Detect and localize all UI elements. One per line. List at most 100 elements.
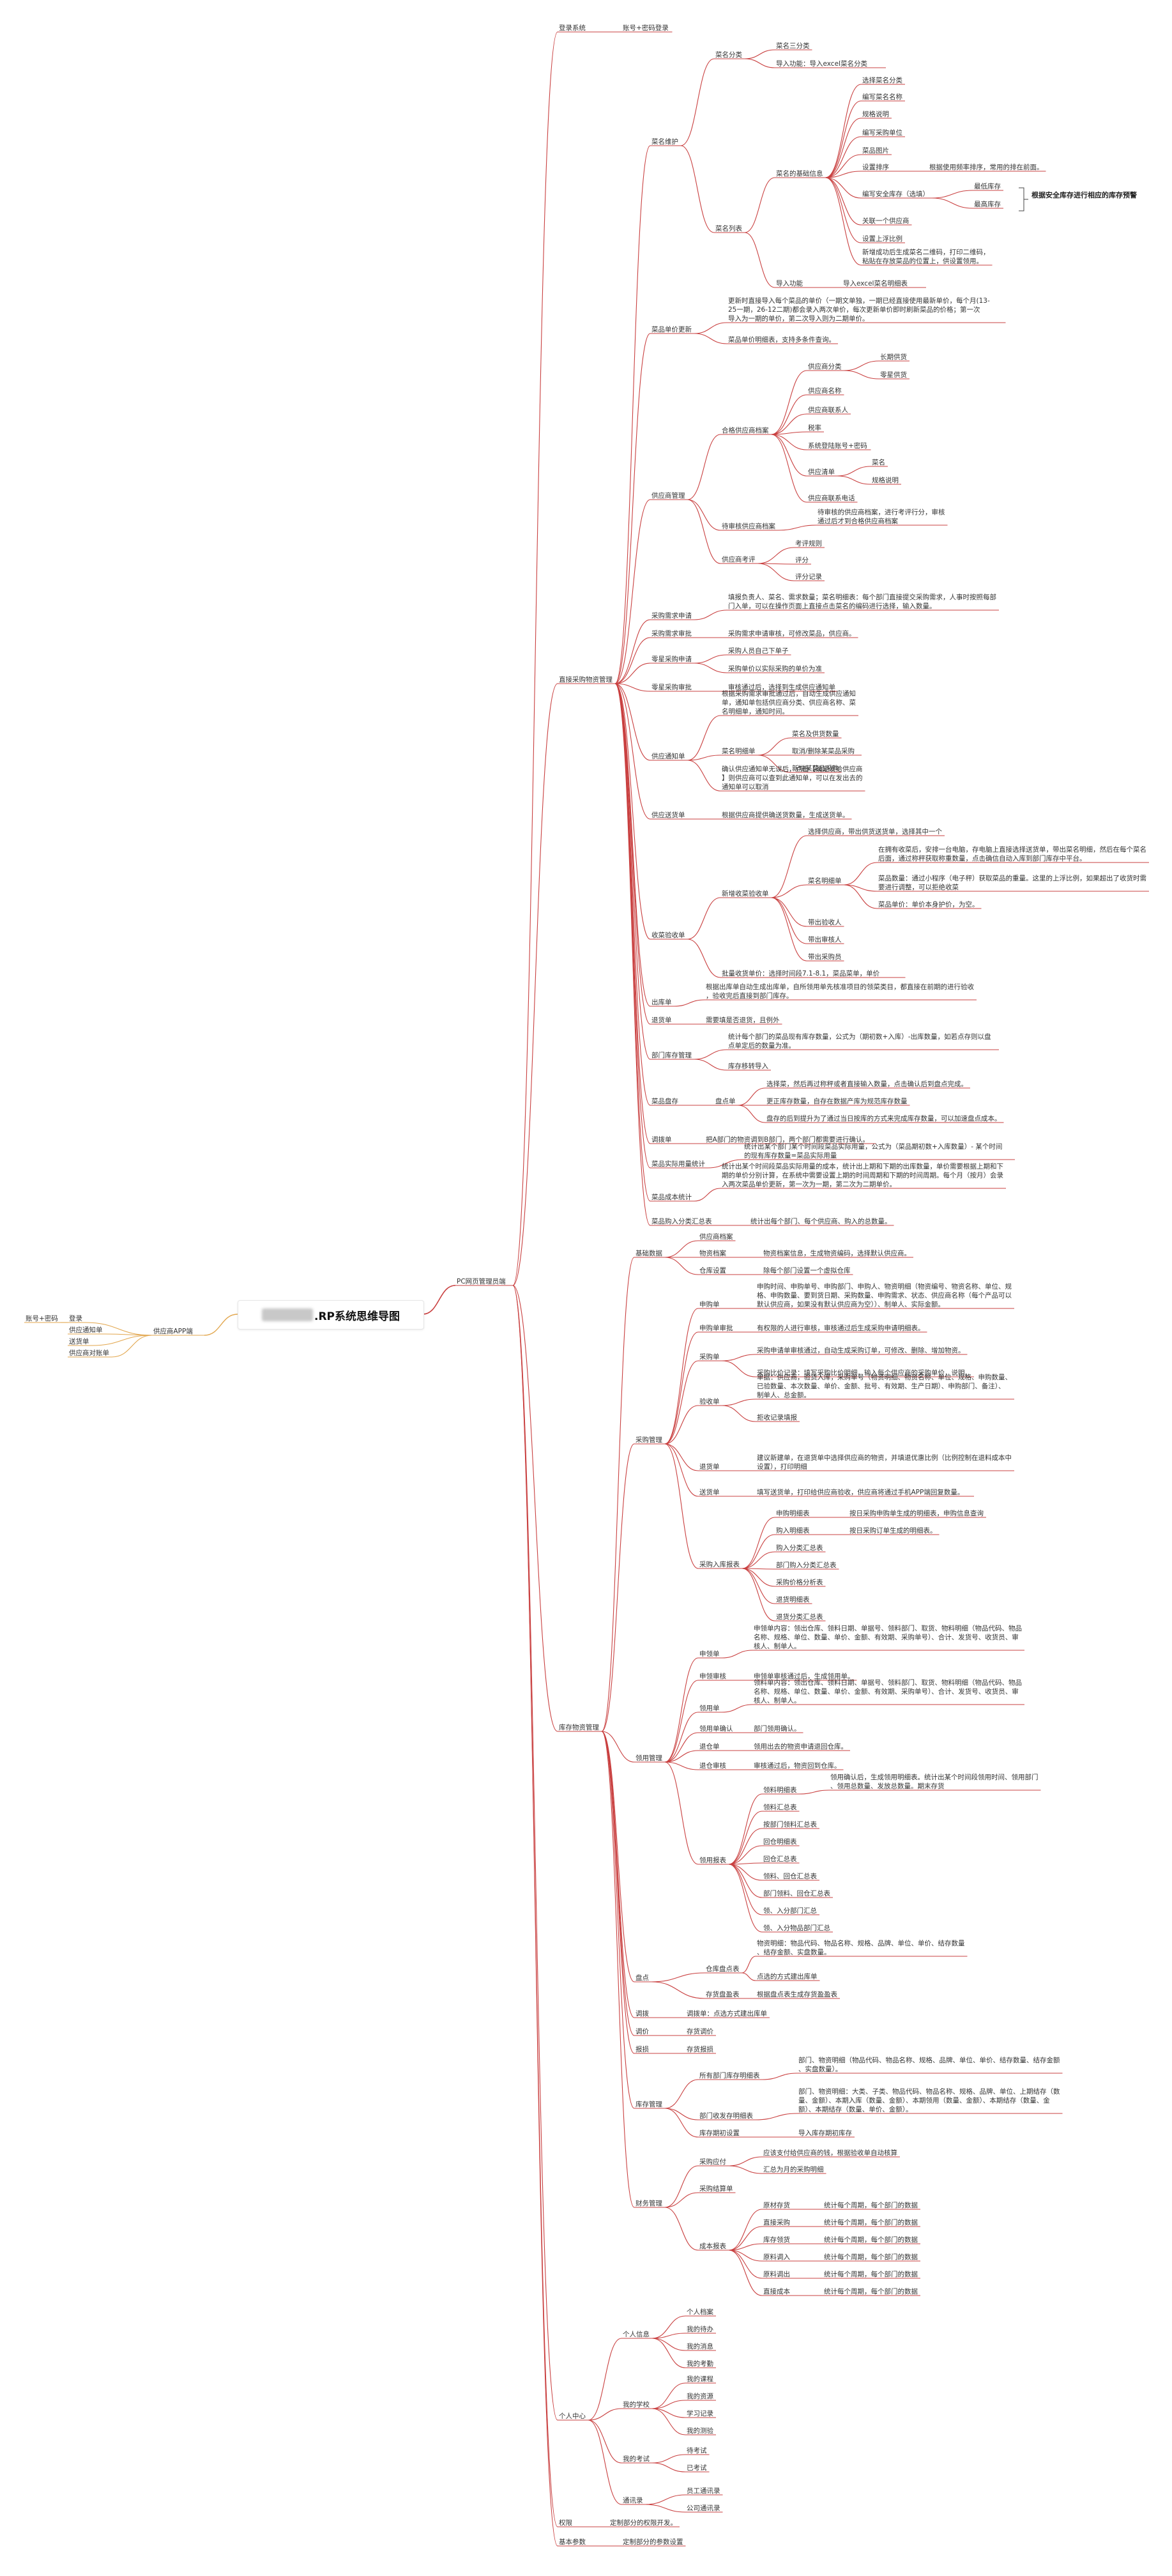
node-label[interactable]: 菜品单价更新 [651, 325, 692, 334]
node-label[interactable]: 部门领用确认。 [754, 1724, 801, 1733]
node-label[interactable]: 系统登陆账号+密码 [808, 441, 867, 450]
node-label[interactable]: 领用单确认 [699, 1724, 733, 1733]
node-label[interactable]: 调拨单：点选方式建出库单 [687, 2009, 767, 2018]
node-label[interactable]: 部门购入分类汇总表 [776, 1561, 837, 1569]
node-label[interactable]: 盘点单 [715, 1097, 736, 1105]
node-label[interactable]: 供应商联系电话 [808, 494, 855, 502]
node-label[interactable]: 导入功能 [776, 279, 803, 288]
node-label[interactable]: 申领单审核通过后，生成领用单。 [754, 1672, 855, 1680]
app-login-sub[interactable]: 账号+密码 [26, 1314, 58, 1322]
node-label[interactable]: 零星采购申请 [651, 655, 692, 663]
node-label[interactable]: 设置上浮比例 [862, 234, 902, 243]
node-label[interactable]: 按日采购申购单生成的明细表，申购信息查询 [849, 1509, 984, 1517]
node-label[interactable]: 学习记录 [687, 2409, 713, 2418]
node-label[interactable]: 定制部分的参数设置 [623, 2538, 683, 2546]
node-label[interactable]: 供应清单 [808, 468, 835, 476]
node-label[interactable]: 退仓审核 [699, 1761, 726, 1770]
node-label[interactable]: 规格说明 [862, 110, 889, 118]
node-label[interactable]: 领料明细表 [763, 1786, 797, 1794]
node-label[interactable]: 公司通讯录 [687, 2504, 720, 2512]
node-label[interactable]: 编写菜名名称 [862, 93, 902, 101]
node-label[interactable]: 菜品数量：通过小程序（电子秤）获取菜品的重量。这里的上浮比例，如果超出了收货时需… [878, 874, 1146, 891]
node-label[interactable]: 规格说明 [872, 476, 899, 484]
node-label[interactable]: 菜名明细单 [808, 877, 842, 885]
node-label[interactable]: 需要填是否退货，且例外 [706, 1016, 780, 1024]
node-label[interactable]: 库存领货 [763, 2235, 790, 2244]
node-label[interactable]: 直接采购 [763, 2218, 790, 2227]
node-label[interactable]: 验收单 [699, 1397, 720, 1406]
node-label[interactable]: 采购需求申请 [651, 611, 692, 620]
node-label[interactable]: 统计每个周期，每个部门的数据 [824, 2270, 918, 2278]
node-label[interactable]: 我的考试 [623, 2455, 650, 2463]
node-label[interactable]: 退货明细表 [776, 1595, 810, 1604]
node-label[interactable]: 已考试 [687, 2464, 707, 2472]
node-label[interactable]: 导入库存期初库存 [798, 2129, 852, 2137]
node-label[interactable]: 带出采购员 [808, 953, 842, 961]
node-label[interactable]: 账号+密码登录 [623, 24, 669, 32]
node-label[interactable]: 确认供应通知单无误后，点击【确定发给供应商】则供应商可以查到此通知单，可以在发出… [722, 765, 863, 791]
node-label[interactable]: 我的资源 [687, 2392, 713, 2400]
node-label[interactable]: 库存移转导入 [728, 1062, 768, 1070]
node-label[interactable]: 统计每个周期，每个部门的数据 [824, 2253, 918, 2261]
node-label[interactable]: 导入excel菜名明细表 [843, 279, 908, 288]
node-label[interactable]: 采购应付 [699, 2158, 726, 2166]
node-label[interactable]: 调拨 [635, 2009, 649, 2018]
node-label[interactable]: 申购明细表 [776, 1509, 810, 1517]
node-label[interactable]: 采购结算单 [699, 2184, 733, 2193]
node-label[interactable]: 申领审核 [699, 1672, 726, 1680]
node-label[interactable]: 根据采购需求审批通过后，自动生成供应通知单，通知单包括供应商分类、供应商名称、菜… [722, 689, 856, 716]
node-label[interactable]: 领、入分物品部门汇总 [763, 1924, 830, 1932]
node-label[interactable]: 在拥有收菜后，安排一台电脑，存电脑上直接选择送货单，带出菜名明细，然后在每个菜名… [878, 845, 1146, 862]
node-label[interactable]: 库存管理 [635, 2100, 662, 2108]
node-label[interactable]: 部门、物资明细：大类、子类、物品代码、物品名称、规格、品牌、单位、上期结存（数量… [798, 2087, 1060, 2113]
node-label[interactable]: 登录系统 [559, 24, 586, 32]
node-label[interactable]: 取消/删除某菜品采购 [792, 747, 855, 755]
node-label[interactable]: 我的学校 [623, 2400, 650, 2409]
node-label[interactable]: 菜品单价明细表，支持多条件查询。 [728, 335, 835, 344]
node-label[interactable]: 菜名分类 [715, 50, 742, 59]
node-label[interactable]: 按日采购订单生成的明细表。 [849, 1526, 937, 1535]
node-label[interactable]: 填写送货单，打印给供应商验收，供应商将通过手机APP端回复数量。 [757, 1488, 964, 1496]
node-label[interactable]: 领用管理 [635, 1754, 662, 1762]
node-label[interactable]: 应该支付给供应商的钱，根据验收单自动核算 [763, 2149, 897, 2157]
node-label[interactable]: 带出验收人 [808, 918, 842, 926]
app-branch-label[interactable]: 供应商APP端 [153, 1327, 193, 1335]
node-label[interactable]: 拒收记录填报 [757, 1413, 797, 1422]
node-label[interactable]: 零星采购审批 [651, 683, 692, 691]
node-label[interactable]: 有权限的人进行审核，审核通过后生成采购申请明细表。 [757, 1324, 925, 1332]
node-label[interactable]: 待考试 [687, 2446, 707, 2455]
node-label[interactable]: 带出审核人 [808, 935, 842, 944]
node-label[interactable]: 调拨单 [651, 1135, 672, 1144]
node-label[interactable]: 新增某菜品采购 [792, 764, 839, 772]
node-label[interactable]: 供应商联系人 [808, 406, 848, 414]
node-label[interactable]: 根据盘点表生成存货盈盈表 [757, 1990, 837, 1998]
node-label[interactable]: 评分 [795, 556, 809, 564]
node-label[interactable]: 退仓单 [699, 1742, 720, 1751]
node-label[interactable]: 采购管理 [635, 1436, 662, 1444]
node-label[interactable]: 供应商管理 [651, 491, 685, 500]
node-label[interactable]: 菜名 [872, 458, 885, 466]
node-label[interactable]: 物资档案 [699, 1249, 726, 1257]
node-label[interactable]: 菜名列表 [715, 224, 742, 233]
node-label[interactable]: 更新时直接导入每个菜品的单价（一期文单独，一期已经直接使用最新单价，每个月(13… [728, 296, 990, 323]
node-label[interactable]: 选择菜名分类 [862, 76, 902, 84]
node-label[interactable]: 统计每个部门的菜品现有库存数量，公式为（期初数+入库）-出库数量，如若点存则以盘… [728, 1032, 991, 1050]
node-label[interactable]: 填报负责人、菜名、需求数量；菜名明细表：每个部门直接提交采购需求，人事时按照每部… [728, 593, 996, 610]
node-label[interactable]: 供应通知单 [651, 752, 685, 760]
node-label[interactable]: 菜名及供货数量 [792, 730, 839, 738]
node-label[interactable]: 选择菜，然后再过称秤或者直接输入数量，点击确认后到盘点完成。 [766, 1080, 968, 1088]
node-label[interactable]: 报损 [635, 2045, 649, 2053]
node-label[interactable]: 物资明细：物品代码、物品名称、规格、品牌、单位、单价、结存数量、结存金额、实盘数… [757, 1939, 965, 1956]
node-label[interactable]: 更正库存数量，自存在数据产库为规范库存数量 [766, 1097, 908, 1105]
app-child-label[interactable]: 供应通知单 [69, 1326, 103, 1334]
node-label[interactable]: 待审核供应商档案 [722, 522, 775, 530]
node-label[interactable]: 购入分类汇总表 [776, 1544, 823, 1552]
root-node[interactable]: ██████ .RP系统思维导图 [238, 1300, 424, 1330]
node-label[interactable]: 建议新建单，在退货单中选择供应商的物资，并填退优惠比例（比例控制在退料成本中设置… [757, 1453, 1012, 1471]
node-label[interactable]: 申购时间、申购单号、申购部门、申购人、物资明细（物资编号、物资名称、单位、规格、… [757, 1282, 1012, 1308]
node-label[interactable]: 退货单 [699, 1462, 720, 1471]
node-label[interactable]: 领料汇总表 [763, 1803, 797, 1811]
node-label[interactable]: 领用出去的物资申请退回仓库。 [754, 1742, 848, 1751]
node-label[interactable]: 领用单 [699, 1704, 720, 1712]
node-label[interactable]: 菜品成本统计 [651, 1193, 692, 1201]
